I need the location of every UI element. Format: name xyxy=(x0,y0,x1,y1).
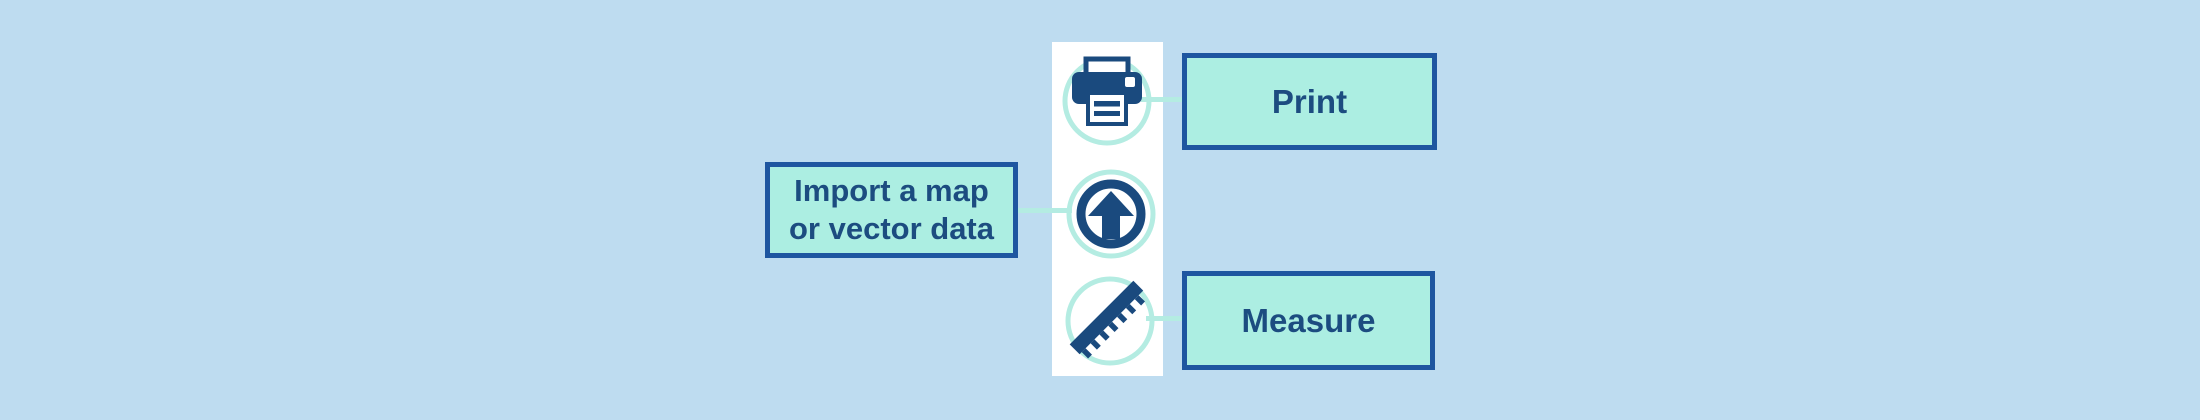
import-label-line1: Import a map xyxy=(794,173,989,208)
ruler-icon xyxy=(1065,276,1155,366)
measure-label-box: Measure xyxy=(1182,271,1435,370)
import-label-line2: or vector data xyxy=(788,211,994,246)
print-label: Print xyxy=(1271,82,1348,120)
measure-label: Measure xyxy=(1241,301,1376,339)
import-label-box: Import a map or vector data xyxy=(765,162,1018,258)
printer-icon xyxy=(1062,56,1152,146)
import-tool-button[interactable] xyxy=(1063,166,1159,262)
import-connector-line xyxy=(1014,208,1072,213)
measure-tool-button[interactable] xyxy=(1062,273,1158,369)
import-label: Import a map or vector data xyxy=(789,172,994,248)
upload-icon xyxy=(1066,169,1156,259)
print-label-box: Print xyxy=(1182,53,1437,150)
measure-connector-line xyxy=(1146,316,1186,321)
print-tool-button[interactable] xyxy=(1059,53,1155,149)
print-connector-line xyxy=(1141,97,1186,102)
